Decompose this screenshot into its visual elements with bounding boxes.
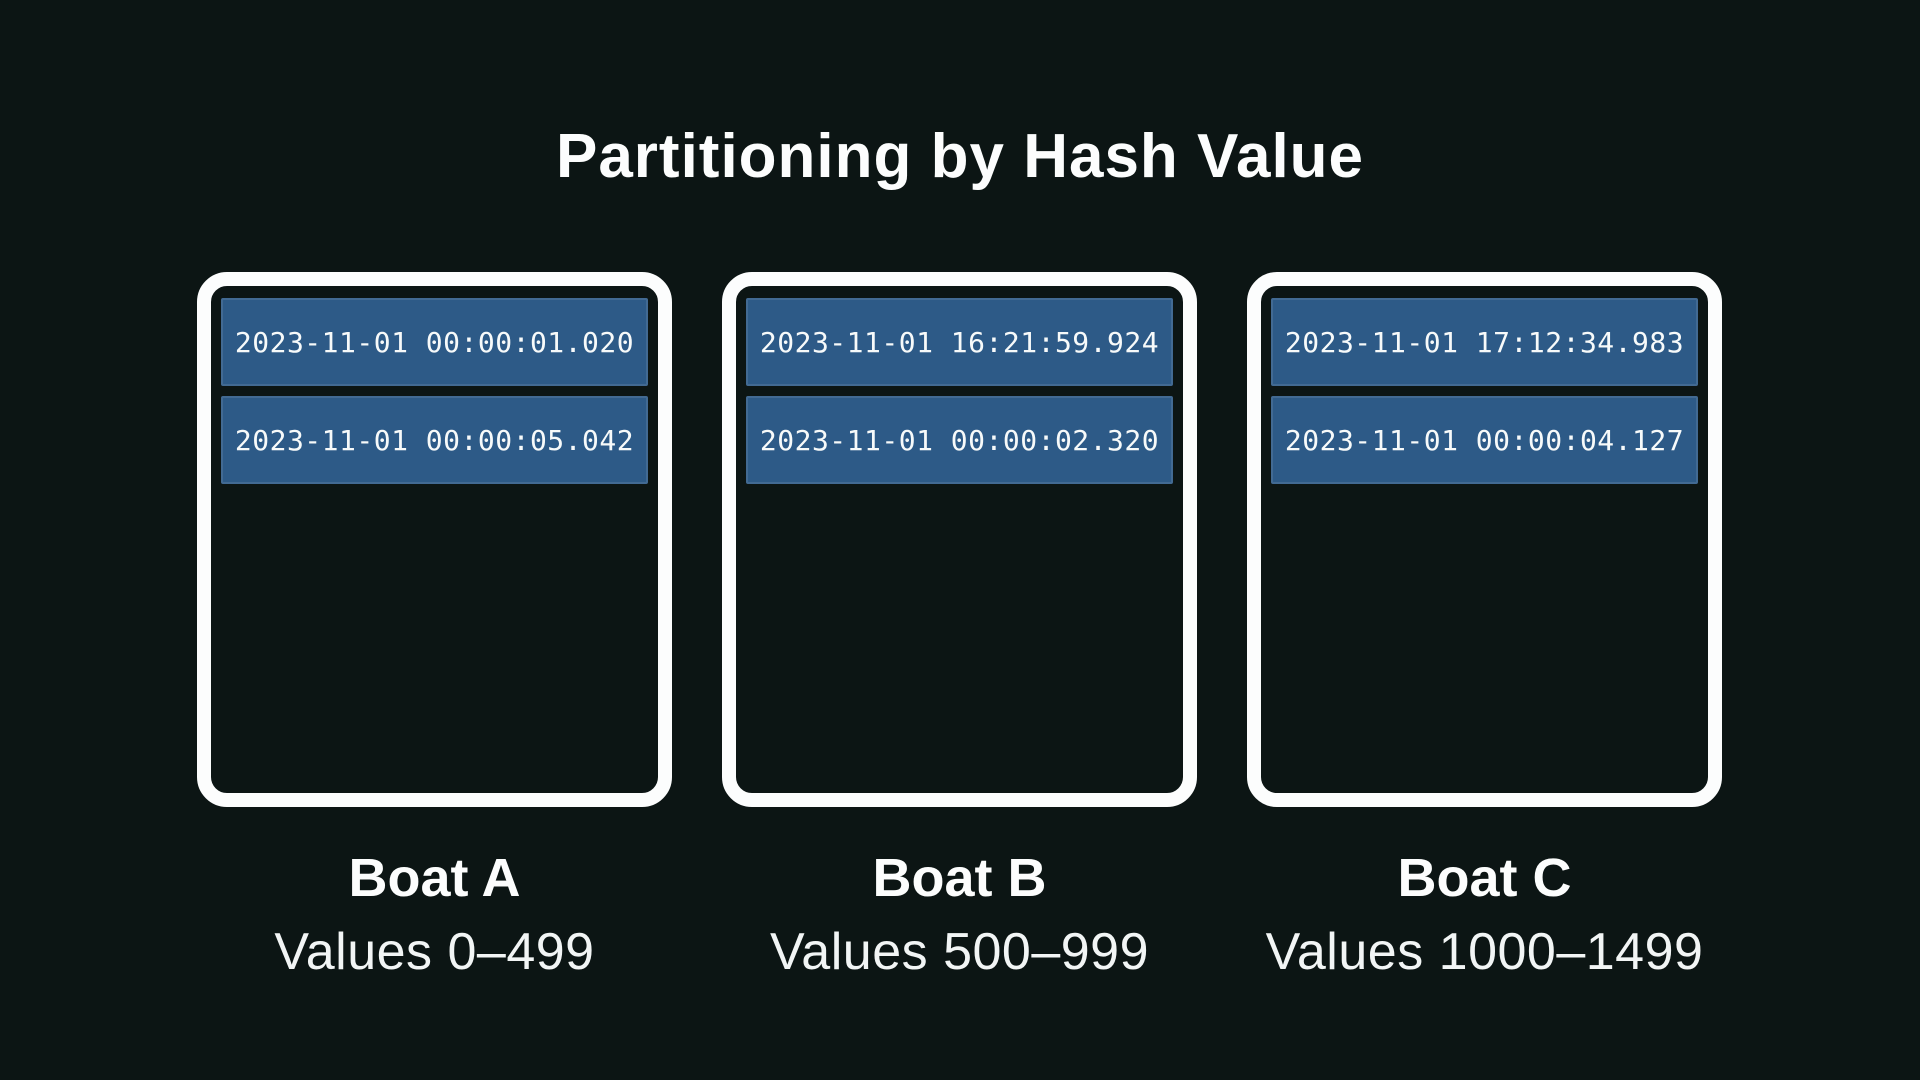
partition-range: Values 500–999 [769,923,1150,982]
timestamp-row: 2023-11-01 00:00:01.020 [221,298,648,386]
partition-box-b: 2023-11-01 16:21:59.924 2023-11-01 00:00… [722,272,1197,807]
partition-box-a: 2023-11-01 00:00:01.020 2023-11-01 00:00… [197,272,672,807]
partition-box-c: 2023-11-01 17:12:34.983 2023-11-01 00:00… [1247,272,1722,807]
timestamp-row: 2023-11-01 16:21:59.924 [746,298,1173,386]
partition-name: Boat A [348,848,521,908]
timestamp-row: 2023-11-01 00:00:04.127 [1271,396,1698,484]
diagram-title: Partitioning by Hash Value [555,122,1365,191]
partition-column-b: 2023-11-01 16:21:59.924 2023-11-01 00:00… [722,272,1197,983]
timestamp-row: 2023-11-01 17:12:34.983 [1271,298,1698,386]
partition-name: Boat C [1397,848,1572,908]
timestamp-row: 2023-11-01 00:00:02.320 [746,396,1173,484]
partition-name: Boat B [872,848,1047,908]
partition-column-a: 2023-11-01 00:00:01.020 2023-11-01 00:00… [197,272,672,983]
timestamp-row: 2023-11-01 00:00:05.042 [221,396,648,484]
partition-range: Values 1000–1499 [1265,923,1704,982]
partition-range: Values 0–499 [274,923,595,982]
partition-column-c: 2023-11-01 17:12:34.983 2023-11-01 00:00… [1247,272,1722,983]
